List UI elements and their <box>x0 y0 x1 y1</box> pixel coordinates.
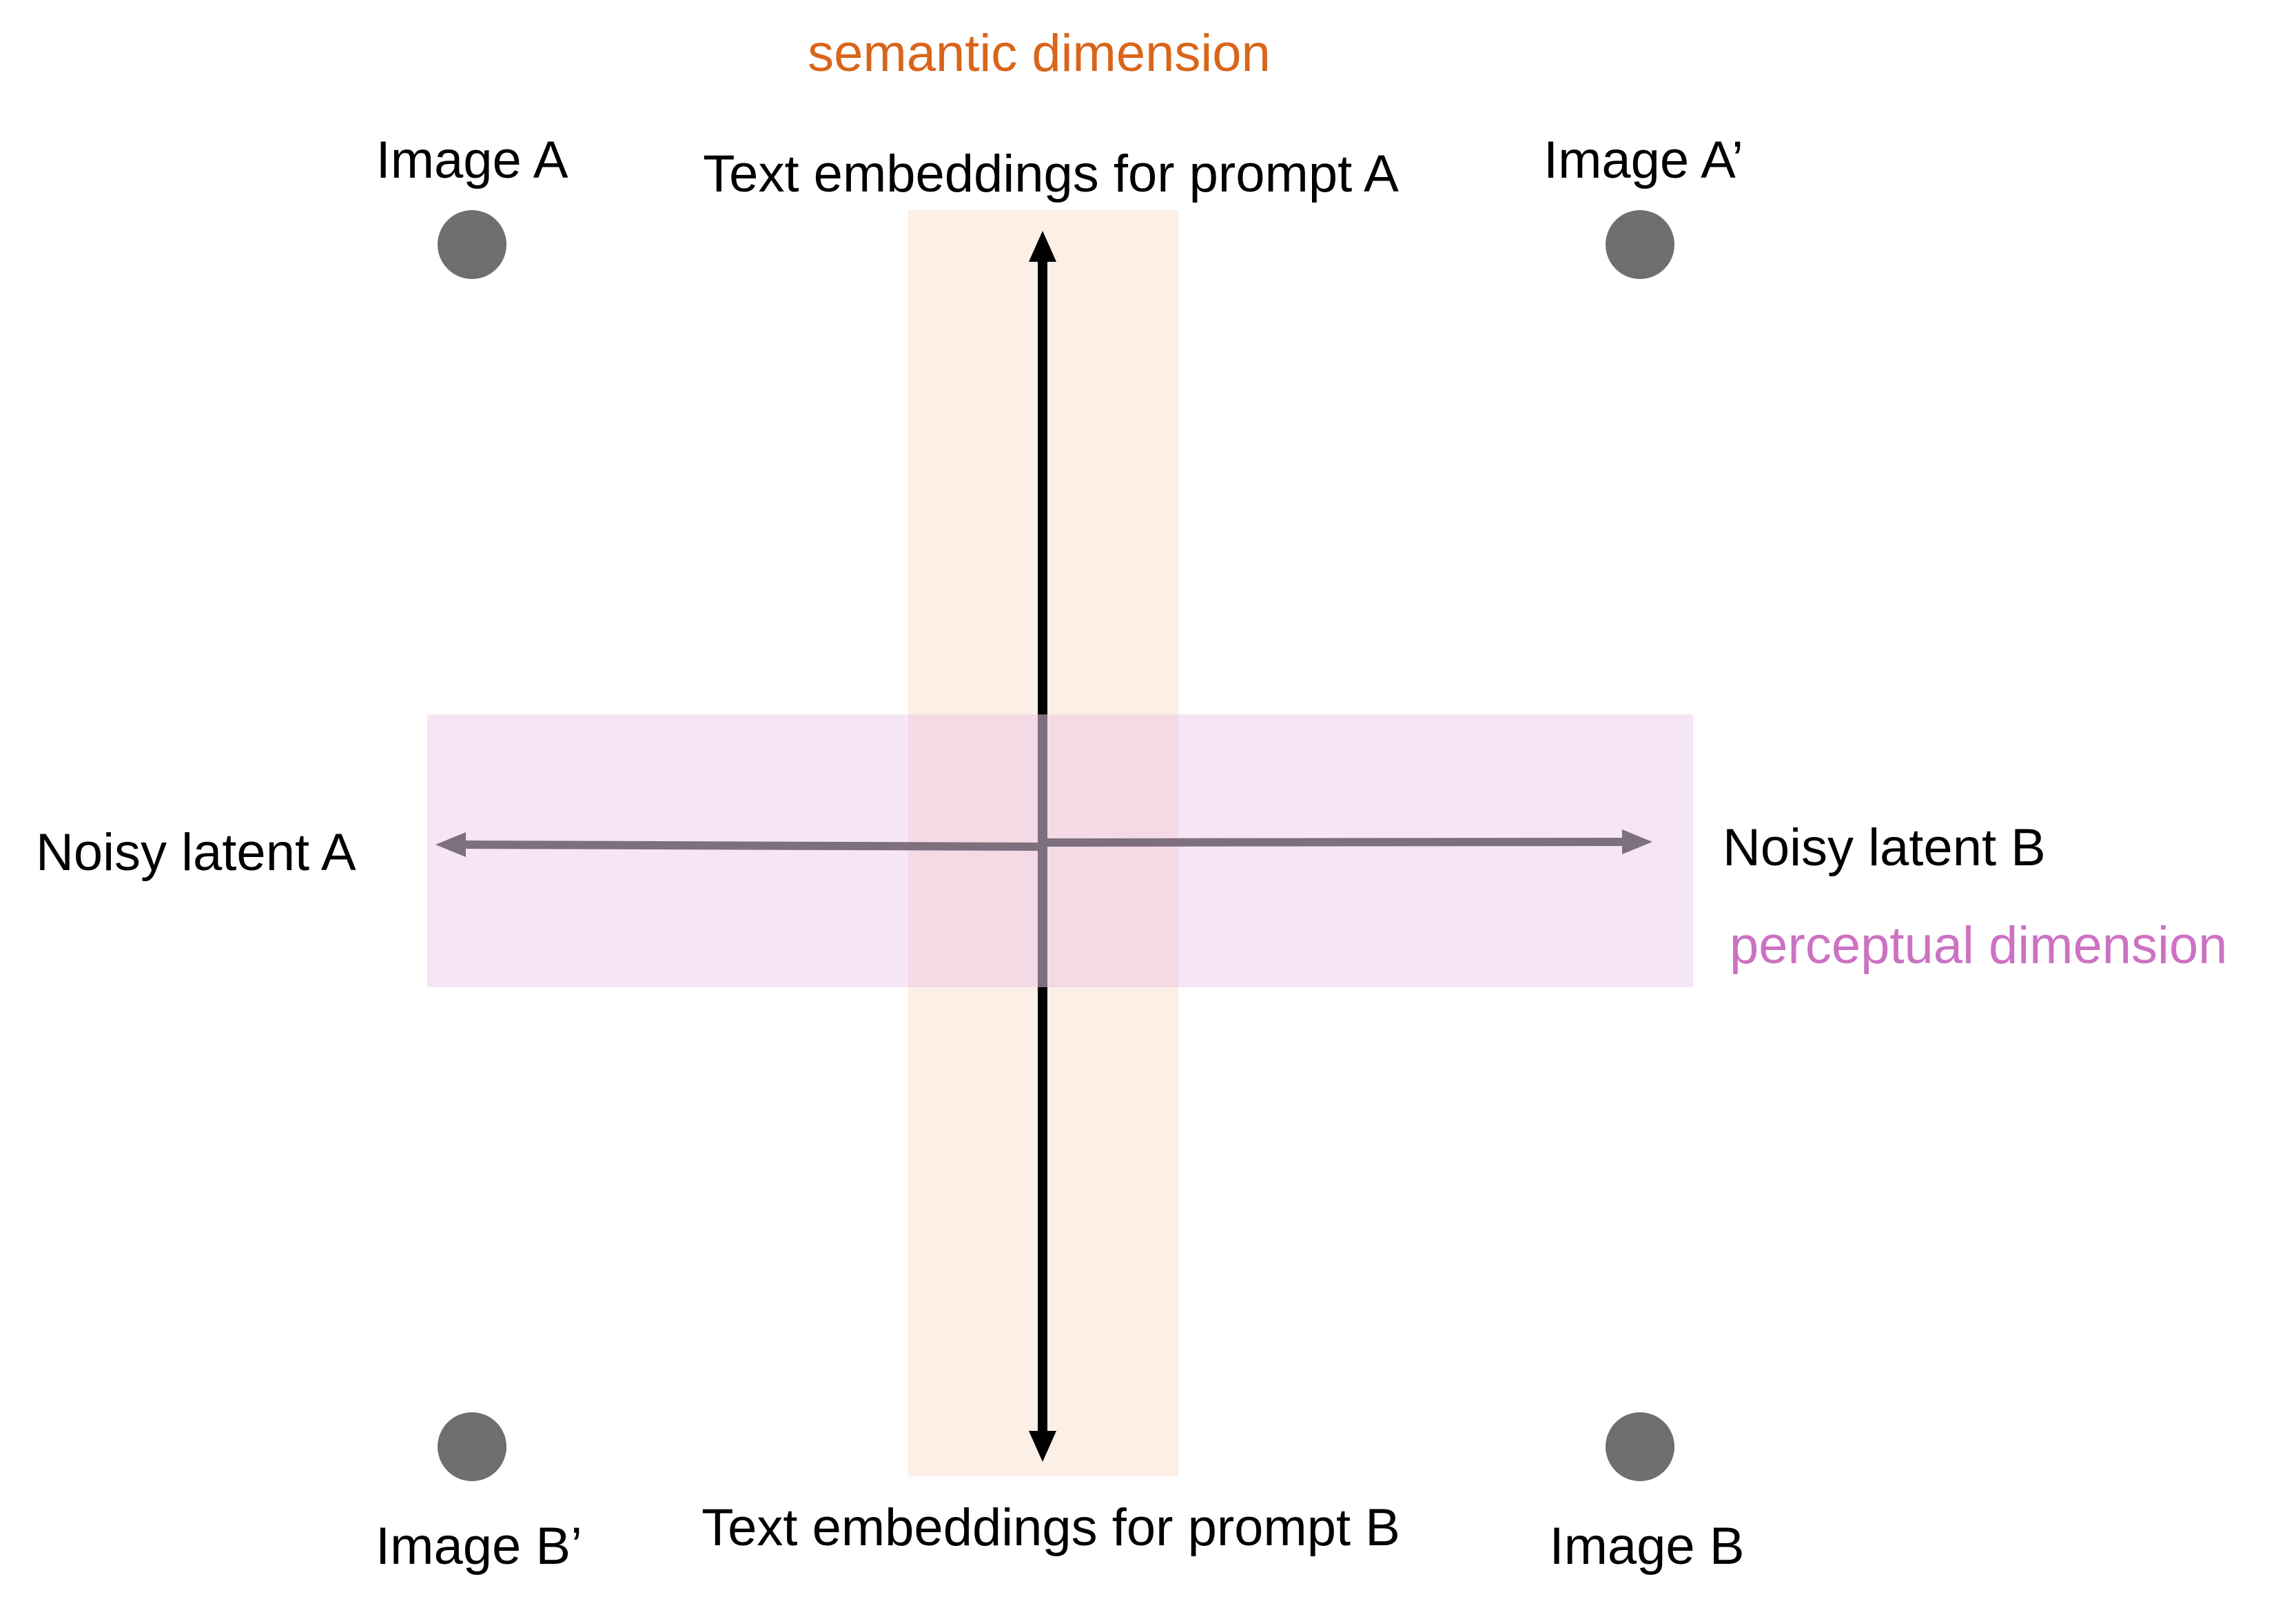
horizontal-axis-right-segment <box>1042 838 1627 847</box>
image-a-point <box>438 210 506 279</box>
horizontal-axis-left-segment <box>458 840 1043 851</box>
image-a-prime-point <box>1606 210 1674 279</box>
image-b-point <box>1606 1412 1674 1481</box>
image-b-prime-label: Image B’ <box>376 1517 582 1576</box>
semantic-dimension-label: semantic dimension <box>808 24 1271 83</box>
image-b-prime-point <box>438 1412 506 1481</box>
vertical-axis-top-arrowhead <box>1029 231 1056 262</box>
perceptual-dimension-band <box>427 714 1693 987</box>
noisy-latent-a-label: Noisy latent A <box>36 823 356 882</box>
image-a-label: Image A <box>376 131 568 189</box>
perceptual-dimension-label: perceptual dimension <box>1730 916 2228 975</box>
prompt-b-label: Text embeddings for prompt B <box>701 1498 1400 1557</box>
noisy-latent-b-label: Noisy latent B <box>1723 818 2046 877</box>
vertical-axis-bottom-arrowhead <box>1029 1431 1056 1462</box>
horizontal-axis-right-arrowhead <box>1622 829 1652 854</box>
horizontal-axis-left-arrowhead <box>435 832 466 857</box>
image-b-label: Image B <box>1549 1517 1745 1576</box>
image-a-prime-label: Image A’ <box>1543 131 1744 189</box>
prompt-a-label: Text embeddings for prompt A <box>703 145 1399 203</box>
